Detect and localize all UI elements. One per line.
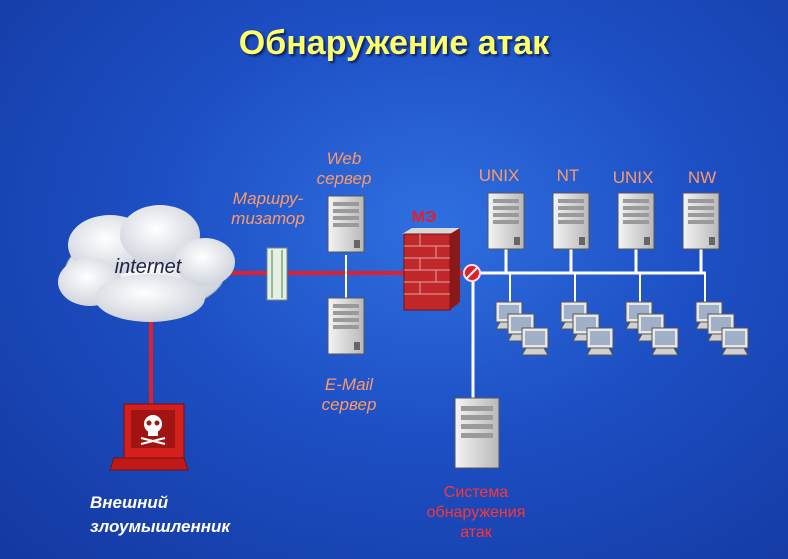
server-label-nw: NW bbox=[687, 168, 717, 187]
ids-server-icon bbox=[454, 397, 500, 469]
workstation-icon bbox=[651, 327, 679, 356]
mail-server-label: E-Mail сервер bbox=[305, 375, 393, 415]
cloud-icon bbox=[58, 205, 235, 322]
attacker-label-line2: злоумышленник bbox=[90, 517, 230, 536]
router-label-line1: Маршру- bbox=[232, 189, 304, 208]
cloud-label: internet bbox=[114, 256, 182, 278]
workstation-group-4 bbox=[695, 301, 749, 356]
web-server-icon bbox=[327, 195, 365, 253]
web-server-label: Web сервер bbox=[300, 149, 388, 189]
nw-server-icon bbox=[682, 192, 720, 250]
attacker-label-line1: Внешний bbox=[90, 493, 169, 512]
workstation-icon bbox=[521, 327, 549, 356]
firewall-label: МЭ bbox=[411, 209, 437, 226]
mail-server-label-line1: E-Mail bbox=[324, 375, 374, 394]
unix-server-icon bbox=[487, 192, 525, 250]
server-label-nt: NT bbox=[556, 166, 580, 185]
ids-label-line1: Система bbox=[443, 484, 509, 501]
web-server-label-line2: сервер bbox=[316, 169, 372, 188]
sensor-icon bbox=[463, 264, 481, 282]
router-icon bbox=[266, 247, 288, 301]
mail-server-label-line2: сервер bbox=[321, 395, 377, 414]
attacker-label: Внешний злоумышленник bbox=[90, 491, 280, 539]
ids-label-line2: обнаружения bbox=[426, 504, 526, 521]
firewall-icon bbox=[402, 228, 460, 311]
server-label-unix-2: UNIX bbox=[612, 168, 654, 187]
nt-server-icon bbox=[552, 192, 590, 250]
workstation-icon bbox=[721, 327, 749, 356]
workstation-group-2 bbox=[560, 301, 614, 356]
attacker-computer-icon bbox=[109, 403, 189, 471]
unix-server-2-icon bbox=[617, 192, 655, 250]
web-server-label-line1: Web bbox=[326, 149, 362, 168]
server-label-unix: UNIX bbox=[478, 166, 520, 185]
workstation-icon bbox=[586, 327, 614, 356]
page-title: Обнаружение атак bbox=[238, 24, 550, 62]
router-label-line2: тизатор bbox=[231, 209, 305, 228]
router-label: Маршру- тизатор bbox=[216, 189, 320, 229]
skull-icon bbox=[140, 415, 166, 445]
ids-label-line3: атак bbox=[460, 524, 492, 541]
mail-server-icon bbox=[327, 297, 365, 355]
workstation-group-1 bbox=[495, 301, 549, 356]
ids-label: Система обнаружения атак bbox=[408, 483, 544, 543]
workstation-group-3 bbox=[625, 301, 679, 356]
